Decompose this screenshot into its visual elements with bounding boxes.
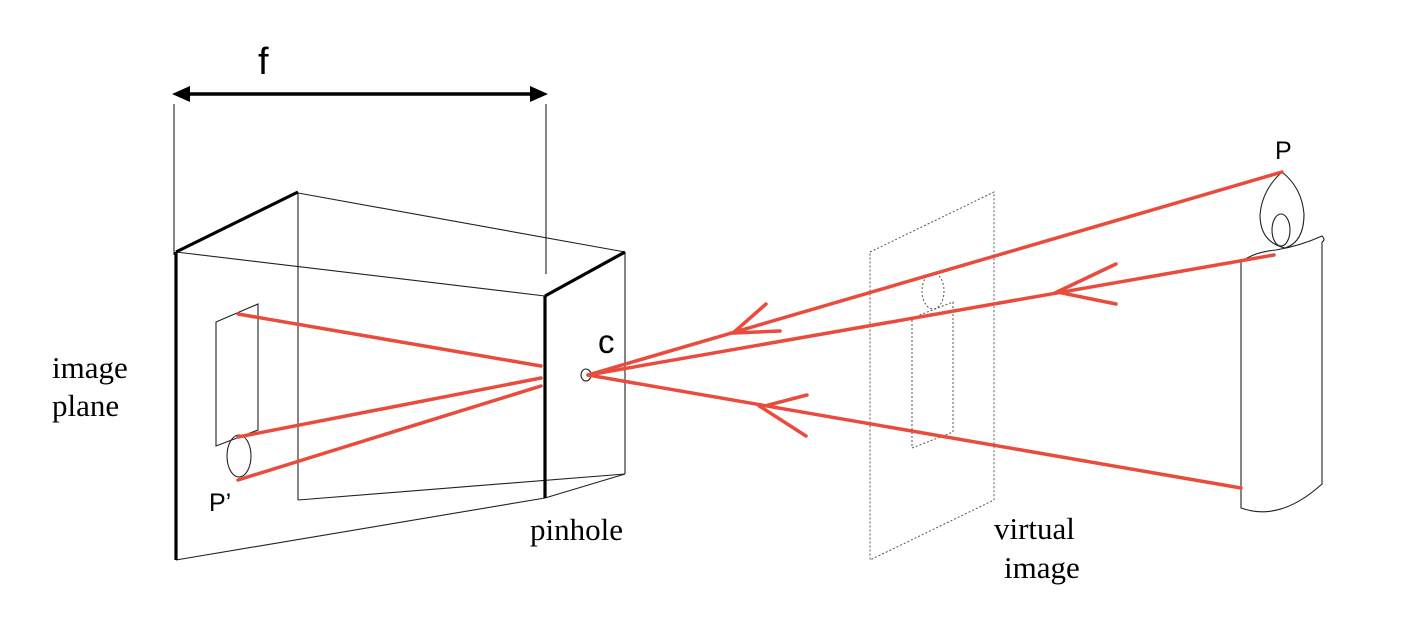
candle — [1240, 171, 1325, 513]
image-plane-label-line1: image — [52, 350, 128, 385]
light-rays — [236, 170, 1284, 490]
focal-length-label: f — [258, 41, 269, 83]
virtual-image-label-line2: image — [1004, 550, 1080, 585]
image-plane-label-line2: plane — [52, 388, 119, 423]
point-image-label: P’ — [209, 489, 231, 517]
camera-center-label: c — [598, 323, 615, 360]
virtual-image-plane — [869, 191, 995, 561]
pinhole-label: pinhole — [530, 512, 623, 547]
focal-length-dimension — [172, 86, 548, 274]
camera-box — [174, 190, 626, 561]
point-object-label: P — [1275, 137, 1292, 165]
inverted-candle-image — [215, 303, 259, 478]
virtual-image-label-line1: virtual — [994, 511, 1075, 546]
